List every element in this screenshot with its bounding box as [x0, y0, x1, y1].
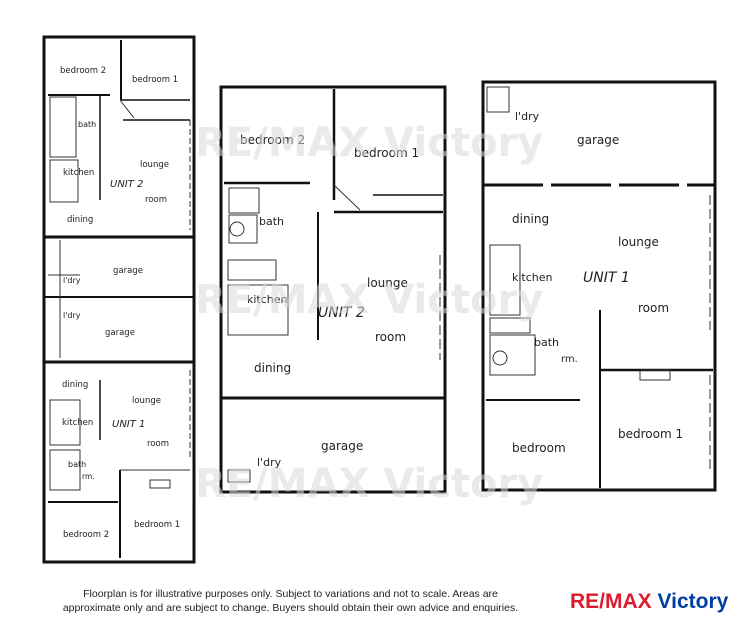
right-dining: dining: [512, 212, 549, 226]
mid-bedroom1: bedroom 1: [354, 146, 419, 160]
left-unit1-bath: bath: [68, 460, 86, 469]
footer: Floorplan is for illustrative purposes o…: [0, 582, 750, 625]
mid-ldry: l'dry: [257, 456, 282, 469]
mid-bedroom2: bedroom 2: [240, 133, 305, 147]
mid-bath: bath: [259, 215, 284, 228]
right-bedroom1: bedroom 1: [618, 427, 683, 441]
mid-dining: dining: [254, 361, 291, 375]
mid-kitchen: kitchen: [247, 293, 288, 306]
left-garage-top: garage: [113, 266, 143, 276]
left-unit2-dining: dining: [67, 215, 93, 225]
watermarks: RE/MAX Victory RE/MAX Victory RE/MAX Vic…: [195, 120, 543, 507]
left-unit1-dining: dining: [62, 380, 88, 390]
middle-floorplan: bedroom 2 bedroom 1 bath lounge kitchen …: [219, 85, 447, 494]
left-unit2-lounge: lounge: [140, 160, 169, 170]
left-unit2-bedroom1: bedroom 1: [132, 75, 178, 85]
right-room: room: [638, 301, 669, 315]
left-unit1-bedroom1: bedroom 1: [134, 520, 180, 530]
watermark-top: RE/MAX Victory: [195, 120, 543, 166]
left-unit2-bedroom2: bedroom 2: [60, 66, 106, 76]
left-floorplan: bedroom 2 bedroom 1 bath lounge kitchen …: [42, 35, 196, 564]
mid-room: room: [375, 330, 406, 344]
watermark-middle: RE/MAX Victory: [195, 277, 543, 323]
disclaimer-line-2: approximate only and are subject to chan…: [62, 602, 519, 614]
right-lounge: lounge: [618, 235, 659, 249]
left-ldry-bottom: l'dry: [63, 311, 81, 320]
logo-remax-text: RE/MAX: [570, 590, 652, 613]
right-floorplan: l'dry garage dining lounge kitchen UNIT …: [481, 80, 717, 492]
right-rm: rm.: [561, 354, 578, 365]
watermark-bottom: RE/MAX Victory: [195, 461, 543, 507]
left-unit2-bath: bath: [78, 120, 96, 129]
right-kitchen: kitchen: [512, 271, 553, 284]
left-garage-bottom: garage: [105, 328, 135, 338]
left-unit1-lounge: lounge: [132, 396, 161, 406]
left-unit2-label: UNIT 2: [110, 179, 143, 190]
right-bath: bath: [534, 336, 559, 349]
left-unit2-room: room: [145, 195, 167, 205]
right-garage: garage: [577, 133, 619, 147]
logo-victory-text: Victory: [657, 590, 729, 613]
left-unit1-rm: rm.: [82, 472, 95, 481]
left-unit1-bedroom2: bedroom 2: [63, 530, 109, 540]
floorplan-drawing: bedroom 2 bedroom 1 bath lounge kitchen …: [42, 35, 717, 564]
left-unit2-kitchen: kitchen: [63, 168, 94, 178]
left-ldry-top: l'dry: [63, 276, 81, 285]
left-unit1-label: UNIT 1: [112, 419, 145, 430]
right-unit-label: UNIT 1: [583, 270, 630, 286]
left-unit1-kitchen: kitchen: [62, 418, 93, 428]
disclaimer: Floorplan is for illustrative purposes o…: [18, 587, 563, 615]
disclaimer-line-1: Floorplan is for illustrative purposes o…: [83, 588, 498, 600]
left-unit1-room: room: [147, 439, 169, 449]
right-ldry: l'dry: [515, 110, 540, 123]
remax-victory-logo: RE/MAX Victory: [570, 590, 728, 614]
mid-lounge: lounge: [367, 276, 408, 290]
right-bedroom: bedroom: [512, 441, 566, 455]
mid-unit-label: UNIT 2: [318, 305, 365, 321]
mid-garage: garage: [321, 439, 363, 453]
